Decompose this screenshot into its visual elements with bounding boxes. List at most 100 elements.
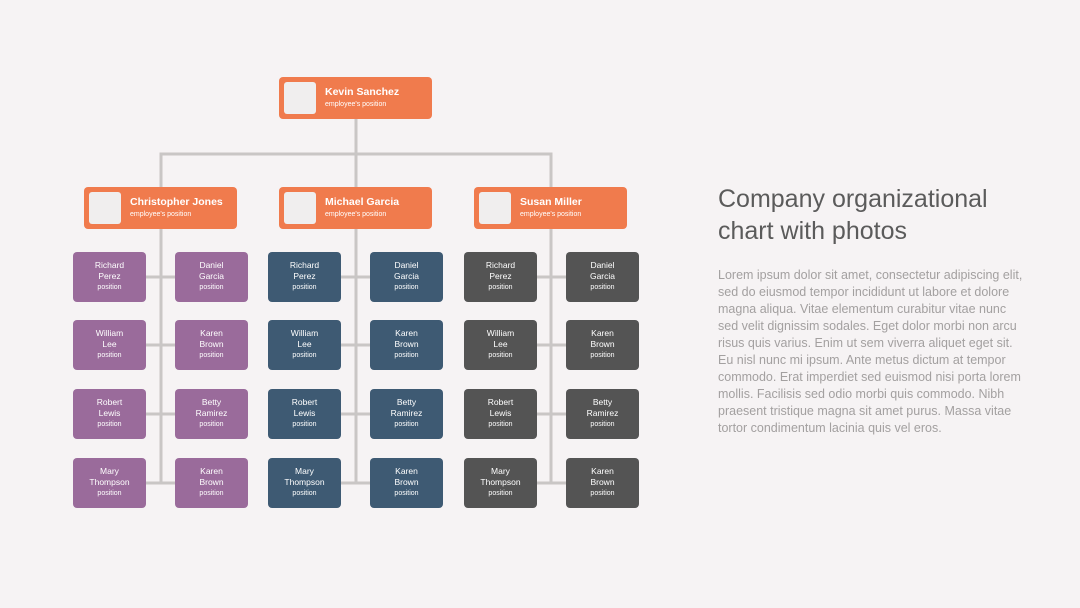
photo-placeholder <box>89 192 121 224</box>
member-first-name: Karen <box>591 328 614 338</box>
member-position: position <box>394 421 419 428</box>
member-last-name: Brown <box>394 477 419 487</box>
member-last-name: Garcia <box>393 271 420 281</box>
member-last-name: Lee <box>102 339 117 349</box>
member-last-name: Lee <box>493 339 508 349</box>
member-position: position <box>97 284 122 291</box>
team-member-card: William Lee position <box>464 320 537 370</box>
member-position: position <box>394 352 419 359</box>
member-last-name: Garcia <box>198 271 225 281</box>
member-last-name: Brown <box>199 477 224 487</box>
member-last-name: Brown <box>199 339 224 349</box>
slide-title: Company organizational chart with photos <box>718 185 988 245</box>
member-first-name: William <box>486 328 515 338</box>
member-last-name: Garcia <box>589 271 616 281</box>
member-position: position <box>292 284 317 291</box>
member-position: position <box>590 352 615 359</box>
member-first-name: Daniel <box>199 260 224 270</box>
member-first-name: Robert <box>291 397 318 407</box>
member-last-name: Perez <box>293 271 316 281</box>
member-last-name: Brown <box>394 339 419 349</box>
team-member-card: Daniel Garcia position <box>566 252 639 302</box>
root-position: employee's position <box>325 101 387 108</box>
manager-card-1: Christopher Jones employee's position <box>84 187 237 229</box>
member-position: position <box>97 490 122 497</box>
member-last-name: Lewis <box>489 408 512 418</box>
manager-card-2: Michael Garcia employee's position <box>279 187 432 229</box>
member-first-name: Daniel <box>590 260 615 270</box>
team-member-card: Robert Lewis position <box>464 389 537 439</box>
member-first-name: Karen <box>395 466 418 476</box>
photo-placeholder <box>284 82 316 114</box>
member-position: position <box>292 421 317 428</box>
member-position: position <box>292 352 317 359</box>
team-member-card: Richard Perez position <box>464 252 537 302</box>
team-member-card: Betty Ramirez position <box>370 389 443 439</box>
member-first-name: Mary <box>295 466 314 476</box>
manager-position: employee's position <box>325 211 387 218</box>
member-position: position <box>590 284 615 291</box>
member-last-name: Lee <box>297 339 312 349</box>
team-member-card: Daniel Garcia position <box>370 252 443 302</box>
member-first-name: Robert <box>96 397 123 407</box>
team-member-card: Karen Brown position <box>370 320 443 370</box>
team-member-card: Robert Lewis position <box>268 389 341 439</box>
member-first-name: Daniel <box>394 260 419 270</box>
manager-position: employee's position <box>130 211 192 218</box>
photo-placeholder <box>284 192 316 224</box>
team-member-card: Betty Ramirez position <box>175 389 248 439</box>
team-member-card: Richard Perez position <box>73 252 146 302</box>
member-position: position <box>488 352 513 359</box>
member-first-name: William <box>290 328 319 338</box>
member-position: position <box>199 421 224 428</box>
member-first-name: Richard <box>289 260 320 270</box>
team-member-card: Robert Lewis position <box>73 389 146 439</box>
member-position: position <box>97 421 122 428</box>
member-last-name: Ramirez <box>195 408 228 418</box>
root-card: Kevin Sanchez employee's position <box>279 77 432 119</box>
member-last-name: Ramirez <box>390 408 423 418</box>
team-member-card: William Lee position <box>268 320 341 370</box>
member-position: position <box>199 490 224 497</box>
team-member-card: Karen Brown position <box>566 458 639 508</box>
member-position: position <box>394 284 419 291</box>
team-member-card: Daniel Garcia position <box>175 252 248 302</box>
member-first-name: William <box>95 328 124 338</box>
member-position: position <box>292 490 317 497</box>
team-member-card: Richard Perez position <box>268 252 341 302</box>
team-member-card: Mary Thompson position <box>464 458 537 508</box>
member-position: position <box>199 352 224 359</box>
root-name: Kevin Sanchez <box>325 86 400 98</box>
member-position: position <box>488 284 513 291</box>
member-position: position <box>488 421 513 428</box>
member-last-name: Thompson <box>284 477 325 487</box>
slide-description: Lorem ipsum dolor sit amet, consectetur … <box>718 268 1023 435</box>
member-last-name: Thompson <box>89 477 130 487</box>
member-last-name: Lewis <box>293 408 316 418</box>
member-position: position <box>97 352 122 359</box>
member-first-name: Betty <box>201 397 222 407</box>
member-last-name: Perez <box>98 271 121 281</box>
manager-name: Susan Miller <box>520 196 582 208</box>
member-first-name: Karen <box>200 328 223 338</box>
member-first-name: Mary <box>491 466 510 476</box>
member-position: position <box>199 284 224 291</box>
member-last-name: Lewis <box>98 408 121 418</box>
member-first-name: Karen <box>591 466 614 476</box>
member-first-name: Mary <box>100 466 119 476</box>
member-last-name: Ramirez <box>586 408 619 418</box>
member-position: position <box>590 490 615 497</box>
member-last-name: Perez <box>489 271 512 281</box>
team-member-card: Karen Brown position <box>175 458 248 508</box>
team-member-card: Mary Thompson position <box>73 458 146 508</box>
member-first-name: Betty <box>396 397 417 407</box>
member-position: position <box>590 421 615 428</box>
member-position: position <box>394 490 419 497</box>
team-member-card: Mary Thompson position <box>268 458 341 508</box>
manager-name: Christopher Jones <box>130 196 223 208</box>
manager-name: Michael Garcia <box>325 196 400 208</box>
member-last-name: Brown <box>590 477 615 487</box>
manager-position: employee's position <box>520 211 582 218</box>
member-position: position <box>488 490 513 497</box>
member-first-name: Karen <box>395 328 418 338</box>
